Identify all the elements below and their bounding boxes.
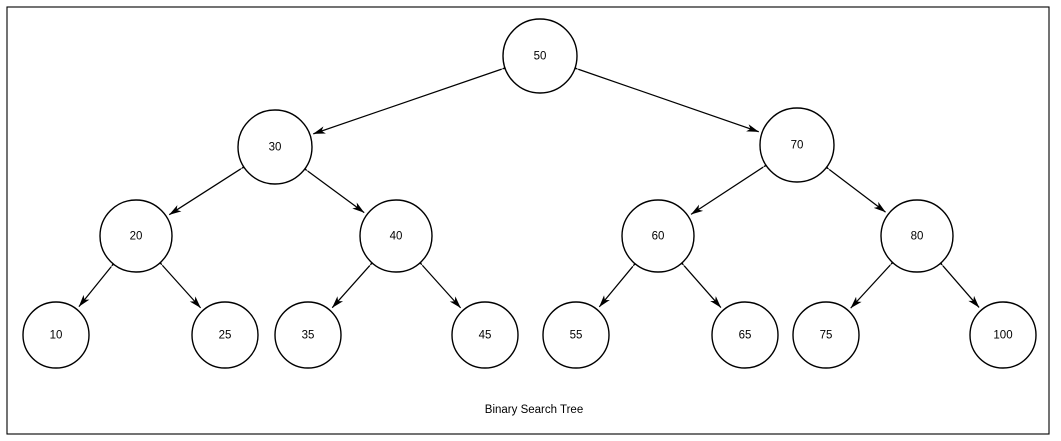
tree-node-75[interactable]: 75 <box>792 301 860 369</box>
tree-edge-80-100 <box>932 254 980 308</box>
tree-edge-40-35 <box>331 254 381 309</box>
tree-node-70[interactable]: 70 <box>759 107 835 183</box>
tree-edge-60-65 <box>673 254 722 308</box>
node-label-35: 35 <box>302 330 315 342</box>
node-circle-65[interactable] <box>711 301 779 369</box>
node-label-10: 10 <box>50 330 63 342</box>
tree-node-55[interactable]: 55 <box>542 301 610 369</box>
node-circle-75[interactable] <box>792 301 860 369</box>
node-label-50: 50 <box>534 51 547 63</box>
tree-edge-20-25 <box>151 253 202 309</box>
node-circle-30[interactable] <box>237 109 313 185</box>
tree-edge-50-30 <box>313 61 515 135</box>
node-circle-55[interactable] <box>542 301 610 369</box>
node-label-70: 70 <box>791 140 804 152</box>
edges-layer <box>78 61 980 309</box>
node-circle-50[interactable] <box>502 18 578 94</box>
node-label-25: 25 <box>219 330 232 342</box>
tree-edge-40-45 <box>411 253 462 309</box>
node-circle-40[interactable] <box>359 199 433 273</box>
node-circle-80[interactable] <box>880 199 954 273</box>
node-circle-70[interactable] <box>759 107 835 183</box>
node-circle-25[interactable] <box>191 301 259 369</box>
node-circle-20[interactable] <box>99 199 173 273</box>
tree-edge-60-55 <box>598 254 644 308</box>
tree-node-80[interactable]: 80 <box>880 199 954 273</box>
tree-node-35[interactable]: 35 <box>274 301 342 369</box>
tree-edge-30-40 <box>295 160 365 214</box>
node-label-60: 60 <box>652 231 665 243</box>
node-circle-10[interactable] <box>22 301 90 369</box>
node-circle-100[interactable] <box>969 301 1037 369</box>
node-label-30: 30 <box>269 142 282 154</box>
tree-node-25[interactable]: 25 <box>191 301 259 369</box>
tree-node-45[interactable]: 45 <box>451 301 519 369</box>
tree-edge-70-80 <box>817 159 886 213</box>
tree-edge-20-10 <box>78 255 122 308</box>
node-label-45: 45 <box>479 330 492 342</box>
node-label-80: 80 <box>911 231 924 243</box>
tree-node-65[interactable]: 65 <box>711 301 779 369</box>
tree-edge-70-60 <box>690 157 776 215</box>
node-circle-60[interactable] <box>621 199 695 273</box>
tree-node-40[interactable]: 40 <box>359 199 433 273</box>
node-label-100: 100 <box>993 330 1012 342</box>
node-circle-45[interactable] <box>451 301 519 369</box>
tree-node-20[interactable]: 20 <box>99 199 173 273</box>
nodes-layer: 50 30 70 20 40 60 80 10 25 35 45 55 65 75 100 <box>22 18 1037 369</box>
node-circle-35[interactable] <box>274 301 342 369</box>
node-label-40: 40 <box>390 231 403 243</box>
tree-node-10[interactable]: 10 <box>22 301 90 369</box>
tree-node-60[interactable]: 60 <box>621 199 695 273</box>
node-label-55: 55 <box>570 330 583 342</box>
tree-node-50[interactable]: 50 <box>502 18 578 94</box>
node-label-65: 65 <box>739 330 752 342</box>
node-label-75: 75 <box>820 330 833 342</box>
diagram-border <box>6 6 1050 435</box>
node-label-20: 20 <box>130 231 143 243</box>
tree-edge-30-20 <box>168 159 254 216</box>
diagram-caption: Binary Search Tree <box>485 404 583 416</box>
tree-edge-80-75 <box>850 253 902 309</box>
tree-edge-50-70 <box>565 61 759 133</box>
tree-node-100[interactable]: 100 <box>969 301 1037 369</box>
tree-node-30[interactable]: 30 <box>237 109 313 185</box>
